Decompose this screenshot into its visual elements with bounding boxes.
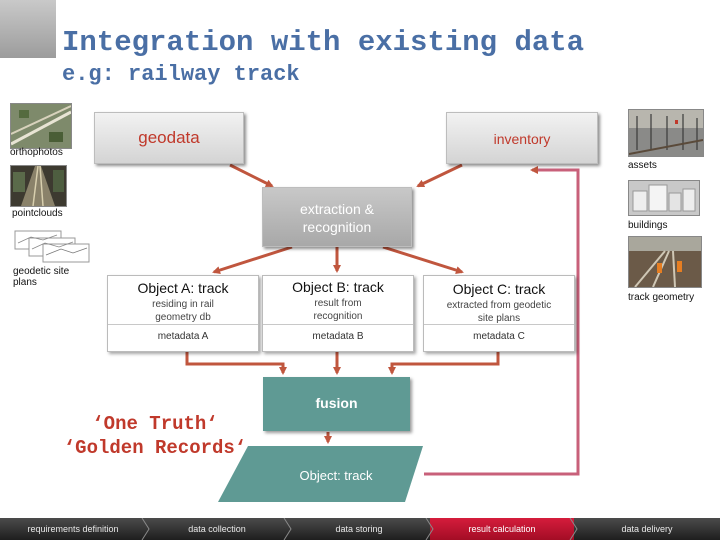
object-a-sub: residing in rail geometry db: [152, 299, 214, 323]
result-shape: [218, 446, 423, 502]
step-data-storing: data storing: [335, 524, 383, 534]
object-a-box: Object A: track residing in rail geometr…: [107, 275, 259, 352]
step-separators: [141, 518, 578, 540]
step-data-delivery: data delivery: [621, 524, 673, 534]
arrow-result-to-inventory: [424, 166, 580, 476]
inventory-box: inventory: [446, 112, 598, 164]
inventory-label: inventory: [493, 131, 551, 147]
step-result-calculation: result calculation: [430, 518, 574, 540]
extraction-box: extraction & recognition: [262, 187, 412, 247]
source-label-assets: assets: [628, 160, 657, 171]
fusion-box: fusion: [263, 377, 410, 431]
orthophoto-thumbnail-icon: [10, 103, 72, 149]
arrow-geodata-to-extraction: [229, 163, 274, 188]
extraction-label: extraction & recognition: [300, 201, 374, 235]
geodata-box: geodata: [94, 112, 244, 164]
source-label-site-plans: geodetic site plans: [13, 266, 70, 288]
step-requirements-definition: requirements definition: [27, 524, 119, 534]
object-c-sub: extracted from geodetic site plans: [446, 300, 552, 324]
object-c-box: Object C: track extracted from geodetic …: [423, 275, 575, 352]
one-truth-line2: ‘Golden Records‘: [63, 437, 247, 459]
slide-subtitle: e.g: railway track: [62, 62, 300, 87]
slide-title: Integration with existing data: [62, 26, 585, 59]
object-c-title: Object C: track: [452, 281, 546, 297]
object-b-title: Object B: track: [292, 279, 384, 295]
source-label-orthophotos: orthophotos: [10, 147, 63, 158]
arrow-c-to-fusion: [388, 352, 500, 375]
object-b-sub: result from recognition: [313, 298, 363, 322]
buildings-thumbnail-icon: [628, 180, 700, 216]
one-truth-line1: ‘One Truth‘: [92, 413, 218, 435]
arrow-inventory-to-extraction: [416, 163, 463, 188]
corner-decoration: [0, 0, 56, 58]
track-geometry-thumbnail-icon: [628, 236, 702, 288]
object-b-meta: metadata B: [263, 324, 413, 342]
step-data-collection: data collection: [188, 524, 246, 534]
assets-thumbnail-icon: [628, 109, 704, 157]
source-label-pointclouds: pointclouds: [12, 208, 63, 219]
one-truth-text: ‘One Truth‘ ‘Golden Records‘: [40, 412, 270, 460]
object-a-title: Object A: track: [137, 280, 229, 296]
pointcloud-thumbnail-icon: [10, 165, 67, 207]
fusion-label: fusion: [315, 395, 358, 411]
object-a-meta: metadata A: [108, 324, 258, 342]
source-label-track-geometry: track geometry: [628, 292, 695, 303]
object-c-meta: metadata C: [424, 324, 574, 342]
source-label-buildings: buildings: [628, 220, 668, 231]
arrow-extraction-to-a: [212, 245, 293, 274]
object-b-box: Object B: track result from recognition …: [262, 275, 414, 352]
process-step-bar: requirements definition data collection …: [0, 518, 720, 540]
result-label: Object: track: [299, 468, 373, 483]
site-plan-thumbnail-icon: [14, 230, 90, 263]
arrow-a-to-fusion: [185, 352, 287, 375]
geodata-label: geodata: [138, 128, 200, 147]
arrow-extraction-to-c: [382, 245, 464, 275]
